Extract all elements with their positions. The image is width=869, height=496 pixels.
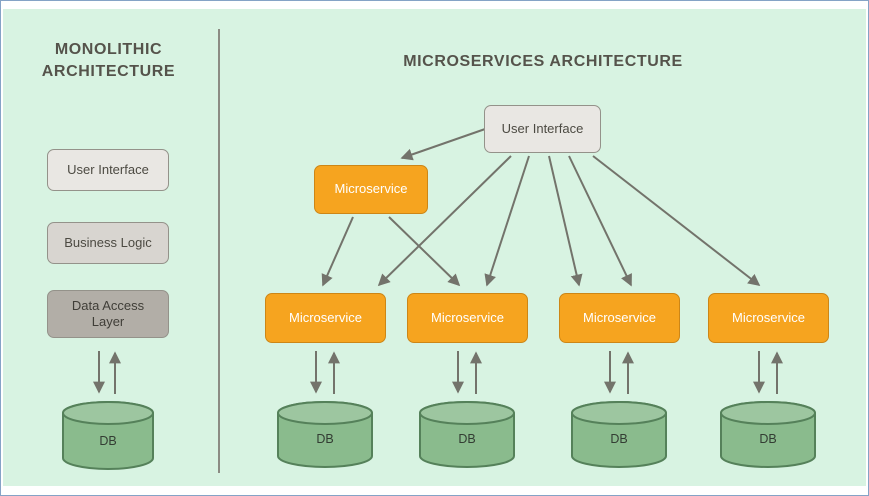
monolith-db-cylinder: DB	[62, 401, 154, 470]
monolith-layer-business-logic: Business Logic	[47, 222, 169, 264]
arrow-ui-to-service4	[592, 155, 761, 286]
monolith-db-label: DB	[99, 434, 116, 448]
service4-db-cylinder: DB	[720, 401, 816, 468]
arrow-ui-to-service3b	[568, 155, 632, 287]
arrow-ui-to-service2	[484, 155, 530, 287]
service1-db-cylinder: DB	[277, 401, 373, 468]
microservice-gateway-box: Microservice	[314, 165, 428, 214]
microservice-box-1: Microservice	[265, 293, 386, 343]
service2-db-cylinder: DB	[419, 401, 515, 468]
arrow-ui-to-service3a	[548, 155, 583, 287]
microservice-box-3: Microservice	[559, 293, 680, 343]
microservices-title: MICROSERVICES ARCHITECTURE	[403, 53, 683, 70]
monolithic-title-line1: MONOLITHIC	[54, 41, 163, 58]
service2-db-label: DB	[458, 432, 475, 446]
microservice-box-2: Microservice	[407, 293, 528, 343]
service3-db-cylinder: DB	[571, 401, 667, 468]
monolith-layer-data-access: Data Access Layer	[47, 290, 169, 338]
service1-db-label: DB	[316, 432, 333, 446]
arrow-gateway-to-service2	[388, 216, 461, 287]
monolith-layer-user-interface: User Interface	[47, 149, 169, 191]
monolithic-title: MONOLITHIC ARCHITECTURE	[31, 39, 186, 84]
micro-user-interface-box: User Interface	[484, 105, 601, 153]
service4-db-label: DB	[759, 432, 776, 446]
monolithic-title-line2: ARCHITECTURE	[41, 63, 176, 81]
arrow-ui-to-gateway	[400, 127, 489, 161]
arrow-gateway-to-service1	[321, 216, 354, 287]
microservice-box-4: Microservice	[708, 293, 829, 343]
service3-db-label: DB	[610, 432, 627, 446]
arrow-ui-to-service1	[377, 155, 512, 287]
